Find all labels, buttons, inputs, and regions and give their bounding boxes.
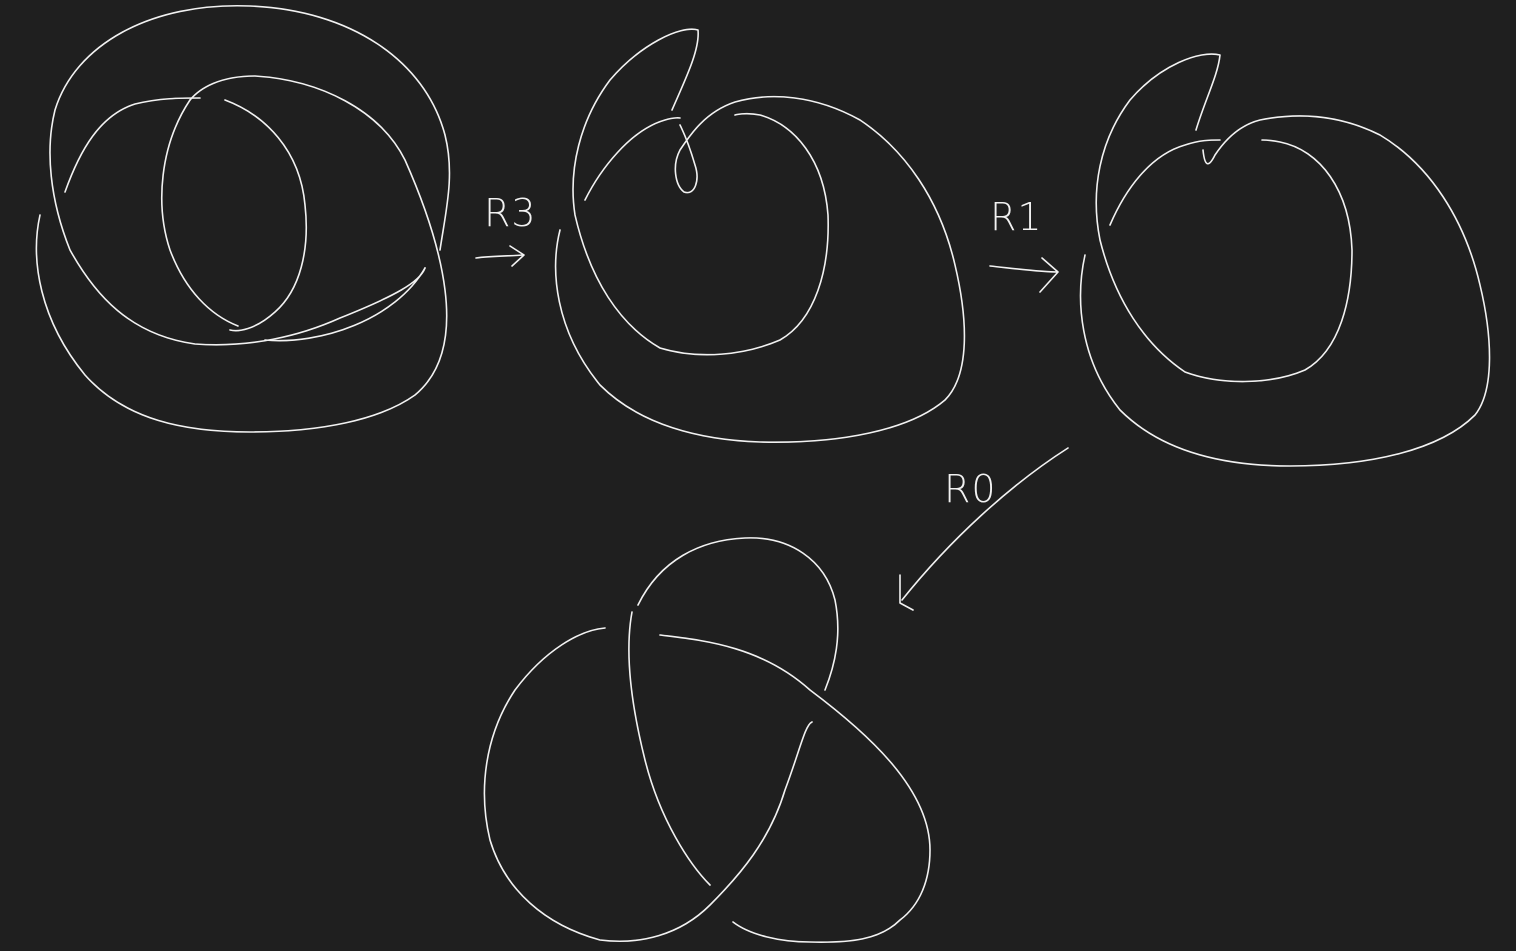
strand-outer-loop xyxy=(49,4,451,346)
strand-inner-right xyxy=(224,99,308,332)
strand-inner xyxy=(628,611,711,886)
strand-left-arc xyxy=(1109,139,1221,226)
knot-diagram-after-r3 xyxy=(554,28,966,443)
strand-outer xyxy=(1079,115,1491,467)
arrow-r3 xyxy=(475,245,525,267)
strand-left-arc xyxy=(584,117,681,201)
knot-diagram-after-r1 xyxy=(1079,53,1491,467)
strand-bottom-loop xyxy=(35,75,448,433)
move-label-r0: R0 xyxy=(944,467,997,511)
move-label-r1: R1 xyxy=(990,195,1043,239)
trefoil-knot-diagram xyxy=(483,537,931,943)
strand-left-loop xyxy=(483,627,813,943)
move-label-r3: R3 xyxy=(484,191,537,235)
arrow-r0 xyxy=(899,447,1069,611)
strand-middle xyxy=(659,634,931,943)
strand-outer xyxy=(554,95,966,443)
strand-hook xyxy=(572,28,829,356)
arrow-r1 xyxy=(989,257,1059,293)
strand-inner-loop xyxy=(161,99,239,327)
strand-left-arc xyxy=(64,97,201,193)
strand-hook xyxy=(1095,53,1353,383)
strand-top-loop xyxy=(637,537,839,691)
strand-lower-right xyxy=(264,267,426,342)
knot-diagram-initial xyxy=(35,4,451,433)
